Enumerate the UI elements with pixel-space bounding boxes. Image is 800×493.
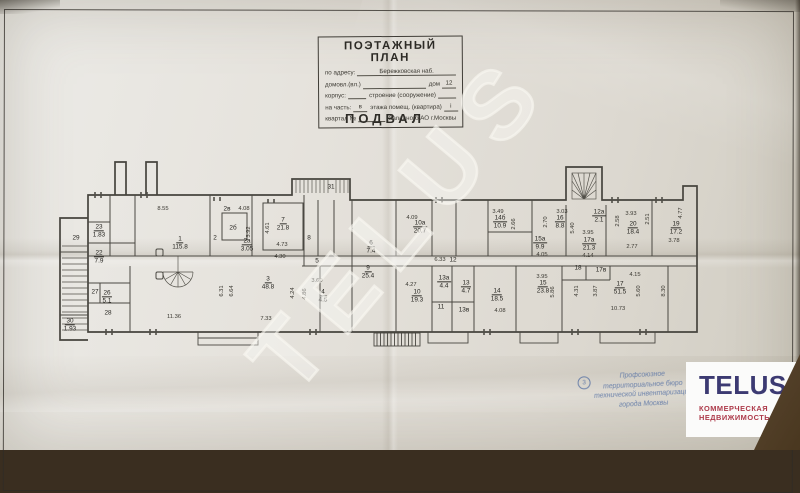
bti-stamp: 3 Профсоюзное территориальное бюро техни… [574, 368, 698, 412]
interior-walls [60, 195, 697, 332]
bottom-annexes [197, 331, 656, 347]
stairs [62, 172, 597, 331]
stamp-text: Профсоюзное территориальное бюро техниче… [574, 368, 698, 412]
telus-logo-wordmark: TELUS [699, 370, 787, 400]
telus-logo-subtitle-line1: КОММЕРЧЕСКАЯ [699, 403, 769, 413]
window-marks [94, 192, 663, 335]
floor-plan-drawing [59, 161, 698, 347]
floor-heading: ПОДВАЛ [345, 111, 425, 126]
outer-walls [59, 161, 698, 341]
telus-logo-subtitle: КОММЕРЧЕСКАЯ НЕДВИЖИМОСТЬ [699, 404, 791, 423]
telus-logo-subtitle-line2: НЕДВИЖИМОСТЬ [699, 413, 771, 423]
